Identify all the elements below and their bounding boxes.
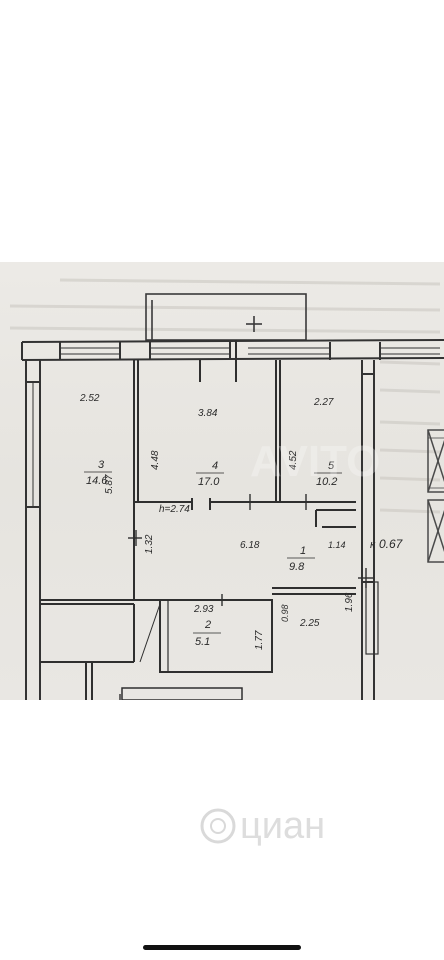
interior-walls	[40, 340, 356, 700]
room1-area: 9.8	[289, 561, 305, 573]
floor-plan-photo: 2.52 3.84 2.27 5.87 4.48 4.52 3 14.6 4 1…	[0, 262, 444, 700]
dimension-ticks	[119, 494, 374, 700]
floor-plan-drawing: 2.52 3.84 2.27 5.87 4.48 4.52 3 14.6 4 1…	[9, 278, 444, 700]
dim-hall-length: 1.96	[344, 592, 355, 612]
dim-nook-width: 1.14	[328, 540, 346, 550]
dim-hall-width: 2.25	[299, 618, 320, 629]
cian-logo-icon: циан	[200, 805, 325, 847]
dim-bath-width: 2.93	[193, 604, 214, 615]
dim-corridor-length: 6.18	[240, 540, 260, 551]
room1-number: 1	[300, 545, 306, 557]
marker-k: к	[370, 539, 376, 551]
watermark-avito: AVITO	[250, 437, 380, 486]
dim-room4-length: 4.48	[150, 450, 161, 470]
background-text-lines	[9, 278, 441, 514]
ceiling-height: h=2.74	[159, 504, 190, 515]
dim-corridor-width: 1.32	[144, 534, 155, 554]
room5-area: 10.2	[316, 476, 337, 488]
cian-logo-text: циан	[240, 805, 325, 847]
room5-number: 5	[328, 460, 335, 472]
room2-number: 2	[204, 619, 211, 631]
outer-wall-top	[21, 339, 444, 361]
dim-room3-length: 5.87	[104, 474, 115, 494]
room4-number: 4	[212, 460, 218, 472]
home-indicator[interactable]	[143, 945, 301, 950]
room3-number: 3	[98, 459, 105, 471]
dim-bath-length: 1.77	[254, 630, 265, 650]
dim-marker-value: 0.67	[379, 537, 404, 551]
dim-room5-length: 4.52	[288, 450, 299, 470]
balcony	[145, 293, 307, 341]
room2-area: 5.1	[195, 636, 210, 648]
outer-wall-left	[25, 360, 41, 700]
dim-small-gap: 0.98	[280, 604, 290, 622]
dim-room5-width: 2.27	[313, 397, 334, 408]
room4-area: 17.0	[198, 476, 220, 488]
stairwell	[427, 429, 444, 563]
room3-area: 14.6	[86, 475, 108, 487]
dim-room3-width: 2.52	[79, 393, 100, 404]
watermark-cian: циан	[196, 796, 396, 856]
outer-wall-right	[361, 360, 379, 700]
dim-room4-width: 3.84	[198, 408, 218, 419]
